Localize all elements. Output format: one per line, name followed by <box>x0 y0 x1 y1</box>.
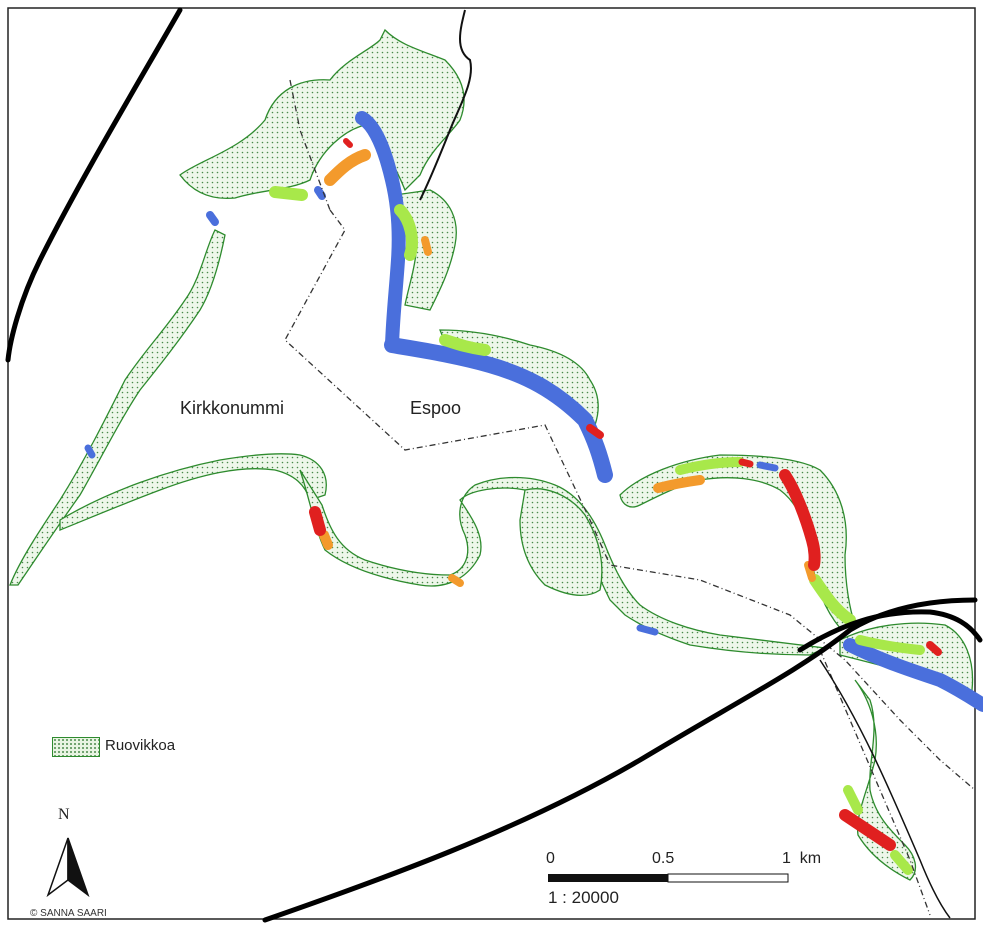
reed-area-west-strip <box>9 229 226 586</box>
road-west <box>5 7 183 363</box>
legend-swatch-reed <box>52 737 100 757</box>
copyright-text: © SANNA SAARI <box>30 908 107 919</box>
segment-blue-southeast <box>843 638 983 712</box>
scale-bar-black-segment <box>548 874 668 882</box>
roads <box>5 7 983 923</box>
scale-bar-white-segment <box>667 873 789 883</box>
segment-green-8 <box>890 850 913 875</box>
shoreline-segments <box>84 111 983 875</box>
segment-green-1 <box>269 186 308 201</box>
segment-blue-small-4 <box>636 624 659 636</box>
segment-red-1 <box>779 469 821 571</box>
segment-red-5 <box>926 641 942 656</box>
road-south-branch <box>797 609 983 653</box>
reed-area-south-west-shore <box>59 453 327 531</box>
segment-orange-1 <box>324 149 371 186</box>
segment-orange-2 <box>653 475 705 493</box>
segment-green-6 <box>855 635 925 655</box>
legend-label: Ruovikkoa <box>105 737 176 754</box>
label-espoo: Espoo <box>410 398 462 418</box>
label-kirkkonummi: Kirkkonummi <box>180 398 285 418</box>
scale-tick-end-value: 1 <box>782 850 791 867</box>
railway-north <box>419 9 472 201</box>
segment-red-2 <box>309 506 326 536</box>
municipal-border-south <box>819 649 931 916</box>
railway-southeast <box>819 659 951 919</box>
map-frame <box>7 7 976 920</box>
reed-area-east-bay <box>619 454 856 629</box>
segment-orange-4 <box>448 574 464 587</box>
segment-green-7 <box>843 785 863 815</box>
segment-blue-middle <box>384 337 613 483</box>
segment-blue-upper <box>355 111 406 352</box>
segment-red-3 <box>839 809 896 851</box>
segment-orange-6 <box>421 236 432 256</box>
scale-unit: km <box>799 850 822 867</box>
north-arrow-letter: N <box>58 806 70 823</box>
segment-green-5 <box>809 574 856 626</box>
segment-green-2 <box>394 204 418 261</box>
reed-area-north <box>179 28 465 200</box>
municipal-border-north <box>289 79 331 211</box>
scale-tick-0: 0 <box>546 850 555 867</box>
scale-tick-mid: 0.5 <box>652 850 675 867</box>
segment-red-6 <box>738 458 754 468</box>
segment-blue-small-1 <box>206 211 219 226</box>
segment-blue-small-3 <box>84 444 96 459</box>
segment-red-4 <box>586 424 604 439</box>
segment-green-3 <box>439 334 491 356</box>
segment-blue-small-2 <box>314 186 326 200</box>
segment-orange-3 <box>319 530 333 550</box>
north-arrow-icon <box>46 837 90 898</box>
segment-red-7 <box>343 138 353 148</box>
reed-area-east-island <box>519 488 603 597</box>
municipal-border <box>284 209 976 791</box>
scale-bar <box>548 873 789 883</box>
scale-tick-end: 1 km <box>782 850 821 868</box>
scale-ratio: 1 : 20000 <box>548 888 619 907</box>
segment-blue-small-5 <box>756 461 779 472</box>
segment-green-4 <box>675 457 745 475</box>
